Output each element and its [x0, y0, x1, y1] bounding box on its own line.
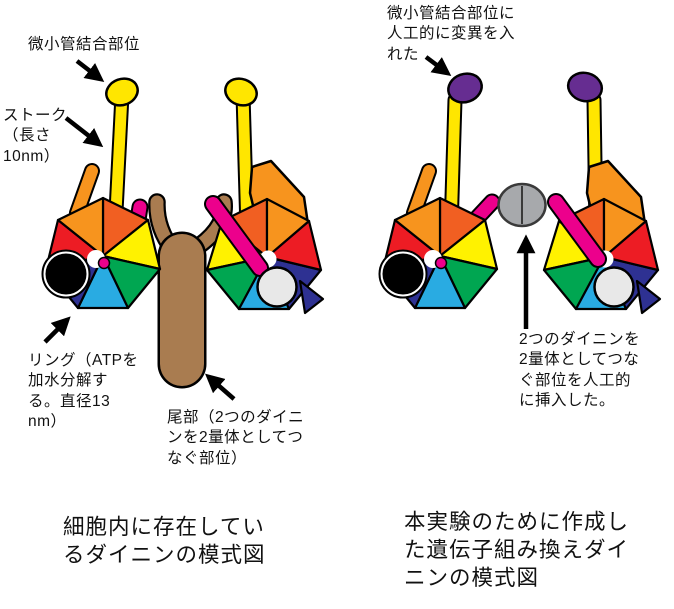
ring-hook: [298, 279, 325, 315]
stalk-label: ストーク （長さ 10nm）: [3, 107, 68, 165]
microtubule-binding-tip-b: [224, 77, 258, 107]
mutated-binding-tip-c: [447, 72, 483, 104]
atp-pocket-dark: [45, 253, 87, 295]
left-panel-caption: 細胞内に存在してい るダイニンの模式図: [63, 515, 266, 567]
microtubule-binding-tip-a: [105, 77, 139, 107]
mutated-site-label: 微小管結合部位に 人工的に変異を入 れた: [387, 5, 516, 63]
artificial-linker: [497, 182, 547, 228]
linker-label: 2つのダイニンを 2量体としてつな ぐ部位を人工的 に挿入した。: [519, 331, 641, 410]
atp-pocket-light: [256, 266, 298, 308]
aaa-ring-a: [41, 196, 162, 310]
binding-site-label: 微小管結合部位: [28, 36, 141, 53]
right-panel-caption: 本実験のために作成し た遺伝子組み換えダイ ニンの模式図: [404, 510, 630, 590]
annotation-arrows: [43, 55, 536, 401]
arrow-to-ring: [43, 316, 71, 344]
stalk-left-b: [224, 77, 258, 237]
tail-label: 尾部（2つのダイニ ンを2量体としてつ なぐ部位）: [167, 409, 305, 467]
ring-center-dot: [97, 256, 111, 270]
rod-right-d: [547, 193, 607, 268]
arrow-to-tail: [205, 373, 236, 401]
atp-pocket-light-d: [593, 266, 635, 308]
arm-right-c: [406, 163, 437, 221]
tail: [148, 193, 233, 389]
native-dynein-illustration: [41, 77, 325, 389]
mutated-binding-tip-d: [566, 71, 604, 103]
engineered-dynein-illustration: [378, 71, 662, 315]
arm-left-a: [69, 163, 100, 221]
arrow-to-mutated-site: [424, 55, 452, 76]
rod-left-b: [204, 195, 269, 277]
arrow-to-binding-site: [75, 59, 105, 83]
arrow-to-stalk: [64, 116, 104, 148]
ring-label: リング（ATPを 加水分解す る。直径13 nm）: [28, 352, 139, 431]
